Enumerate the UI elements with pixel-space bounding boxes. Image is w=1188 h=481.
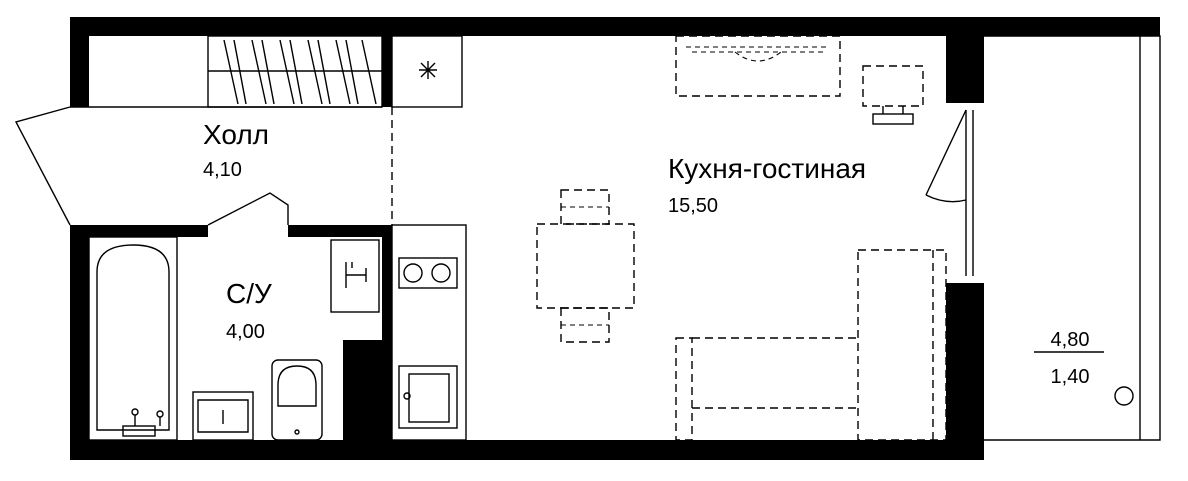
balcony-top-value: 4,80	[1051, 329, 1090, 351]
fridge	[391, 35, 463, 108]
hall-kitchen-wall	[382, 17, 392, 107]
balcony-outline	[984, 35, 1161, 441]
balcony: 4,80 1,40	[984, 35, 1161, 441]
desk	[862, 65, 924, 107]
washing-machine-icon	[345, 262, 367, 288]
door-opening	[946, 103, 984, 283]
walls	[70, 17, 1160, 460]
hall-area: 4,10	[203, 159, 242, 181]
sofa-bed	[857, 249, 947, 441]
bottom-wall	[70, 440, 984, 460]
hob	[398, 257, 458, 289]
bath-top-wall-right	[288, 225, 392, 237]
entry-door	[14, 106, 71, 226]
kitchen-sink-basin	[408, 373, 450, 423]
sink	[192, 391, 254, 441]
balcony-door	[925, 103, 984, 283]
sofa-armrest	[675, 337, 693, 441]
tv-stand	[675, 35, 841, 97]
hall: Холл 4,10	[14, 35, 393, 226]
bathroom-area: 4,00	[226, 321, 265, 343]
burner-right-icon	[431, 263, 451, 283]
bathroom-door	[207, 192, 289, 226]
washing-machine	[330, 239, 380, 313]
kitchen-sink	[398, 365, 458, 429]
kitchen-tap-icon	[403, 392, 411, 400]
burner-left-icon	[403, 263, 423, 283]
balcony-bottom-value: 1,40	[1051, 366, 1090, 388]
sink-basin	[197, 399, 249, 433]
kitchen-living-area: 15,50	[668, 195, 718, 217]
balcony-top-wall	[984, 17, 1160, 36]
bathtub-inner	[96, 244, 170, 431]
chair	[872, 113, 914, 125]
top-wall	[70, 17, 984, 36]
faucet-icon	[122, 408, 164, 437]
bath-notch	[343, 340, 382, 440]
kitchen-counter	[391, 224, 467, 441]
hall-name: Холл	[203, 119, 269, 150]
snowflake-icon	[419, 61, 437, 79]
left-wall-lower	[70, 225, 89, 460]
toilet-bowl	[277, 365, 317, 407]
right-wall-lower	[946, 283, 984, 460]
bathtub	[88, 236, 178, 441]
kitchen-living: Кухня-гостиная 15,50	[391, 35, 947, 441]
door-swing-arc	[925, 194, 967, 203]
bathroom-name: С/У	[226, 278, 272, 309]
tv-icon	[686, 46, 830, 62]
toilet-base	[271, 359, 323, 441]
dining-table	[536, 223, 635, 309]
left-wall-upper	[70, 17, 89, 107]
toilet-flush-icon	[294, 429, 300, 435]
kitchen-living-name: Кухня-гостиная	[668, 153, 866, 184]
right-wall-upper	[946, 17, 984, 103]
hanger-lines	[223, 39, 377, 105]
bath-kitchen-wall	[382, 225, 392, 460]
bathroom: С/У 4,00	[88, 192, 380, 441]
door-leaf	[925, 109, 967, 196]
drain-icon	[1114, 386, 1134, 406]
bath-top-wall-left	[70, 225, 208, 237]
